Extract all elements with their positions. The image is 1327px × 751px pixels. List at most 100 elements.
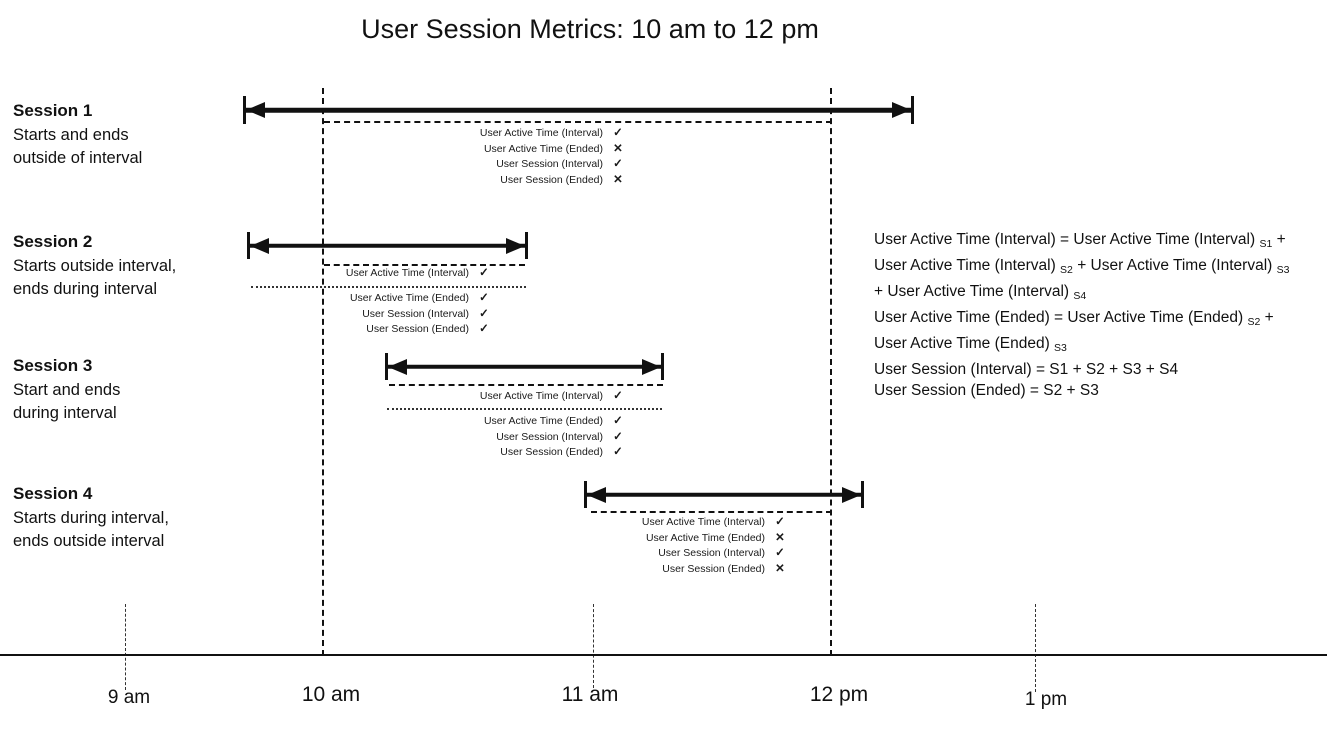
arrow-head-left [246,102,265,118]
tick-label-10am: 10 am [301,683,361,706]
arrow-head-left [250,237,269,254]
metric-label: User Active Time (Interval) [479,127,603,139]
formula-text: User Active Time (Ended) = User Active T… [874,309,1248,326]
session-1-span-arrow [243,96,914,124]
session-4-metrics: User Active Time (Interval) ✓ User Active … [642,515,790,577]
metric-label: User Session (Ended) [500,446,603,458]
formula-text: User Active Time (Ended) [874,335,1055,352]
session-2-label-block: Session 2 Starts outside interval, ends … [13,232,176,301]
formula-text: + User Active Time (Interval) [874,283,1074,300]
tick-label-12pm: 12 pm [809,683,869,706]
session-4-label-block: Session 4 Starts during interval, ends o… [13,484,169,553]
session-2-description-line-2: ends during interval [13,280,158,298]
tick-label-1pm: 1 pm [1024,689,1068,710]
session-3-full-span-dotted-line [387,408,662,410]
check-icon: ✓ [613,430,623,443]
arrow-head-right [642,358,661,375]
page-title: User Session Metrics: 10 am to 12 pm [361,14,819,44]
formula-user-session-interval: User Session (Interval) = S1 + S2 + S3 +… [874,359,1289,380]
tick-line-9am [125,604,126,690]
session-4-description-line-2: ends outside interval [13,532,165,550]
metric-label: User Active Time (Interval) [345,267,469,279]
arrow-head-right [842,486,861,503]
interval-start-boundary-line-10am [322,88,324,656]
metric-label: User Session (Interval) [658,547,765,559]
formula-user-session-ended: User Session (Ended) = S2 + S3 [874,380,1289,401]
formula-subscript: S3 [1054,342,1067,354]
arrow-end-bar [861,481,864,508]
metric-label: User Session (Interval) [496,430,603,443]
formula-text: User Active Time (Interval) [874,257,1061,274]
metric-label: User Session (Interval) [362,307,469,320]
session-4-description-line-1: Starts during interval, [13,509,169,527]
arrow-shaft [245,107,912,113]
session-4-interval-overlap-dashed-line [591,511,832,513]
session-1-metrics: User Active Time (Interval)✓User Active … [480,126,628,188]
metric-label: User Session (Ended) [366,323,469,335]
session-2-description-line-1: Starts outside interval, [13,257,177,275]
session-2-metrics-ended: User Active Time (Ended)✓User Session (I… [350,291,494,338]
arrow-shaft [387,364,662,369]
session-3-description-line-2: during interval [13,404,117,422]
arrow-end-bar [661,353,664,380]
metric-label: User Session (Ended) [500,173,603,186]
session-3-interval-overlap-dashed-line [389,384,663,386]
session-3-span-arrow [385,353,664,380]
check-icon: ✓ [613,158,623,170]
metric-label: User Active Time (Ended) [483,415,603,427]
x-icon: ✕ [775,562,785,575]
formula-text: User Active Time (Interval) = User Activ… [874,231,1260,248]
metric-label: User Active Time (Interval) [479,390,603,402]
formula-text: User Session (Interval) = S1 + S2 + S3 +… [874,361,1179,378]
arrow-start-bar [243,96,246,124]
arrow-head-left [587,486,606,503]
formula-subscript: S1 [1259,238,1273,250]
tick-label-9am: 9 am [107,687,151,708]
x-icon: ✕ [613,142,623,155]
session-3-label-block: Session 3 Start and ends during interval [13,356,120,425]
timeline-axis [0,654,1327,656]
metric-label: User Session (Interval) [496,158,603,170]
metric-label: User Active Time (Ended) [645,531,765,544]
formula-text: User Session (Ended) = S2 + S3 [874,382,1099,399]
session-4-span-arrow [584,481,864,508]
arrow-start-bar [247,232,250,259]
arrow-shaft [249,243,526,248]
formulas-block: User Active Time (Interval) = User Activ… [874,229,1289,401]
session-2-full-span-dotted-line [251,286,526,288]
formula-subscript: S2 [1060,264,1073,276]
check-icon: ✓ [479,267,489,279]
formula-text: + User Active Time (Interval) [1072,257,1277,274]
interval-end-boundary-line-12pm [830,88,832,656]
check-icon: ✓ [479,292,489,304]
session-2-title: Session 2 [13,232,93,251]
session-2-interval-overlap-dashed-line [324,264,525,266]
tick-line-1pm [1035,604,1036,692]
metric-label: User Active Time (Interval) [641,516,765,528]
x-icon: ✕ [613,173,623,186]
formula-user-active-time-ended: User Active Time (Ended) = User Active T… [874,307,1289,359]
check-icon: ✓ [775,547,785,559]
session-1-label-block: Session 1 Starts and ends outside of int… [13,101,142,170]
arrow-start-bar [385,353,388,380]
arrow-end-bar [525,232,528,259]
arrow-head-left [388,358,407,375]
check-icon: ✓ [775,516,785,528]
check-icon: ✓ [479,323,489,335]
arrow-shaft [586,492,862,497]
tick-label-11am: 11 am [561,683,619,706]
session-3-metrics-ended: User Active Time (Ended) ✓ User Session (I… [484,414,628,461]
formula-text: + [1272,231,1286,248]
check-icon: ✓ [613,415,623,427]
formula-subscript: S3 [1276,264,1290,276]
tick-line-11am [593,604,594,688]
session-3-title: Session 3 [13,356,93,375]
check-icon: ✓ [479,307,489,320]
session-1-description-line-1: Starts and ends [13,126,129,144]
check-icon: ✓ [613,127,623,139]
check-icon: ✓ [613,390,623,402]
session-3-description-line-1: Start and ends [13,381,121,399]
session-2-span-arrow [247,232,528,259]
arrow-head-right [892,102,911,118]
